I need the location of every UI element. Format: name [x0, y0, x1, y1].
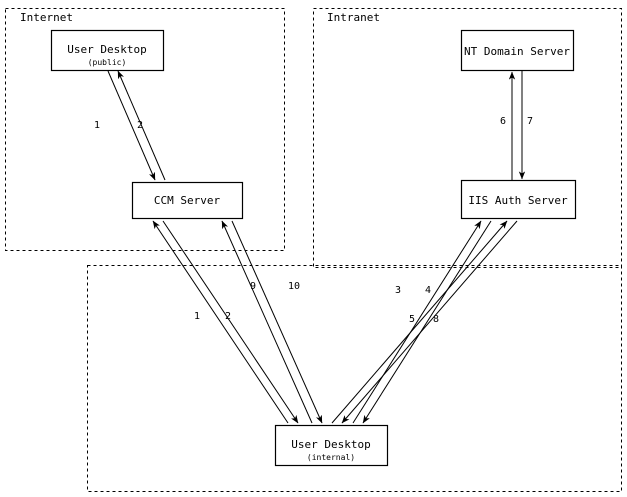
flow-label-10: 10 — [288, 281, 300, 292]
flow-5-line — [331, 220, 508, 424]
flow-3-line — [352, 220, 482, 424]
flow-group-domain — [508, 71, 526, 180]
flow-label-5: 5 — [409, 314, 415, 325]
flow-label-1-internal: 1 — [194, 311, 200, 322]
zone-internet-border — [5, 8, 285, 251]
node-iis-auth-server-title: IIS Auth Server — [468, 194, 568, 207]
node-user-desktop-public-title: User Desktop — [67, 43, 146, 56]
flow-group-ccm-internal-b — [152, 220, 299, 424]
node-ccm-server-box[interactable] — [131, 181, 244, 220]
flow-4-line — [362, 220, 492, 424]
zone-borders — [5, 8, 622, 492]
flow-2-public-line — [117, 70, 166, 181]
zone-internet-label: Internet — [20, 11, 73, 24]
node-iis-auth-server[interactable]: IIS Auth Server — [460, 179, 577, 220]
flow-label-2-public: 2 — [137, 120, 143, 131]
node-ccm-server[interactable]: CCM Server — [131, 181, 244, 220]
flow-group-iis-b — [331, 220, 518, 424]
zone-labels: Internet Intranet — [20, 11, 380, 24]
zone-intranet-border — [313, 8, 622, 268]
node-nt-domain-server[interactable]: NT Domain Server — [460, 29, 575, 72]
flow-label-7: 7 — [527, 116, 533, 127]
zone-intranet-label: Intranet — [327, 11, 380, 24]
flow-label-3: 3 — [395, 285, 401, 296]
node-user-desktop-internal-box[interactable] — [274, 424, 389, 467]
flow-9-line — [221, 220, 313, 424]
zone-internal-border — [87, 265, 622, 492]
flow-label-6: 6 — [500, 116, 506, 127]
node-user-desktop-internal-sub: (internal) — [307, 453, 355, 462]
flow-labels: 1 2 6 7 9 10 1 2 3 4 5 8 — [94, 116, 533, 325]
flow-label-4: 4 — [425, 285, 431, 296]
flow-label-2-internal: 2 — [225, 311, 231, 322]
flow-label-1-public: 1 — [94, 120, 100, 131]
flow-1-public-line — [107, 70, 156, 181]
node-nt-domain-server-title: NT Domain Server — [464, 45, 570, 58]
node-iis-auth-server-box[interactable] — [460, 179, 577, 220]
flow-8-line — [341, 220, 518, 424]
node-user-desktop-public[interactable]: User Desktop (public) — [50, 29, 165, 72]
flow-2-internal-line — [162, 220, 299, 424]
node-user-desktop-internal-title: User Desktop — [291, 438, 370, 451]
flow-label-9: 9 — [250, 281, 256, 292]
node-user-desktop-public-box[interactable] — [50, 29, 165, 72]
flow-label-8: 8 — [433, 314, 439, 325]
flow-group-public — [107, 70, 166, 181]
node-ccm-server-title: CCM Server — [154, 194, 221, 207]
flow-10-line — [231, 220, 323, 424]
node-user-desktop-internal[interactable]: User Desktop (internal) — [274, 424, 389, 467]
node-nt-domain-server-box[interactable] — [460, 29, 575, 72]
flow-group-ccm-internal-a — [221, 220, 323, 424]
node-user-desktop-public-sub: (public) — [88, 58, 127, 67]
flow-group-iis-a — [352, 220, 492, 424]
flow-1-internal-line — [152, 220, 289, 424]
